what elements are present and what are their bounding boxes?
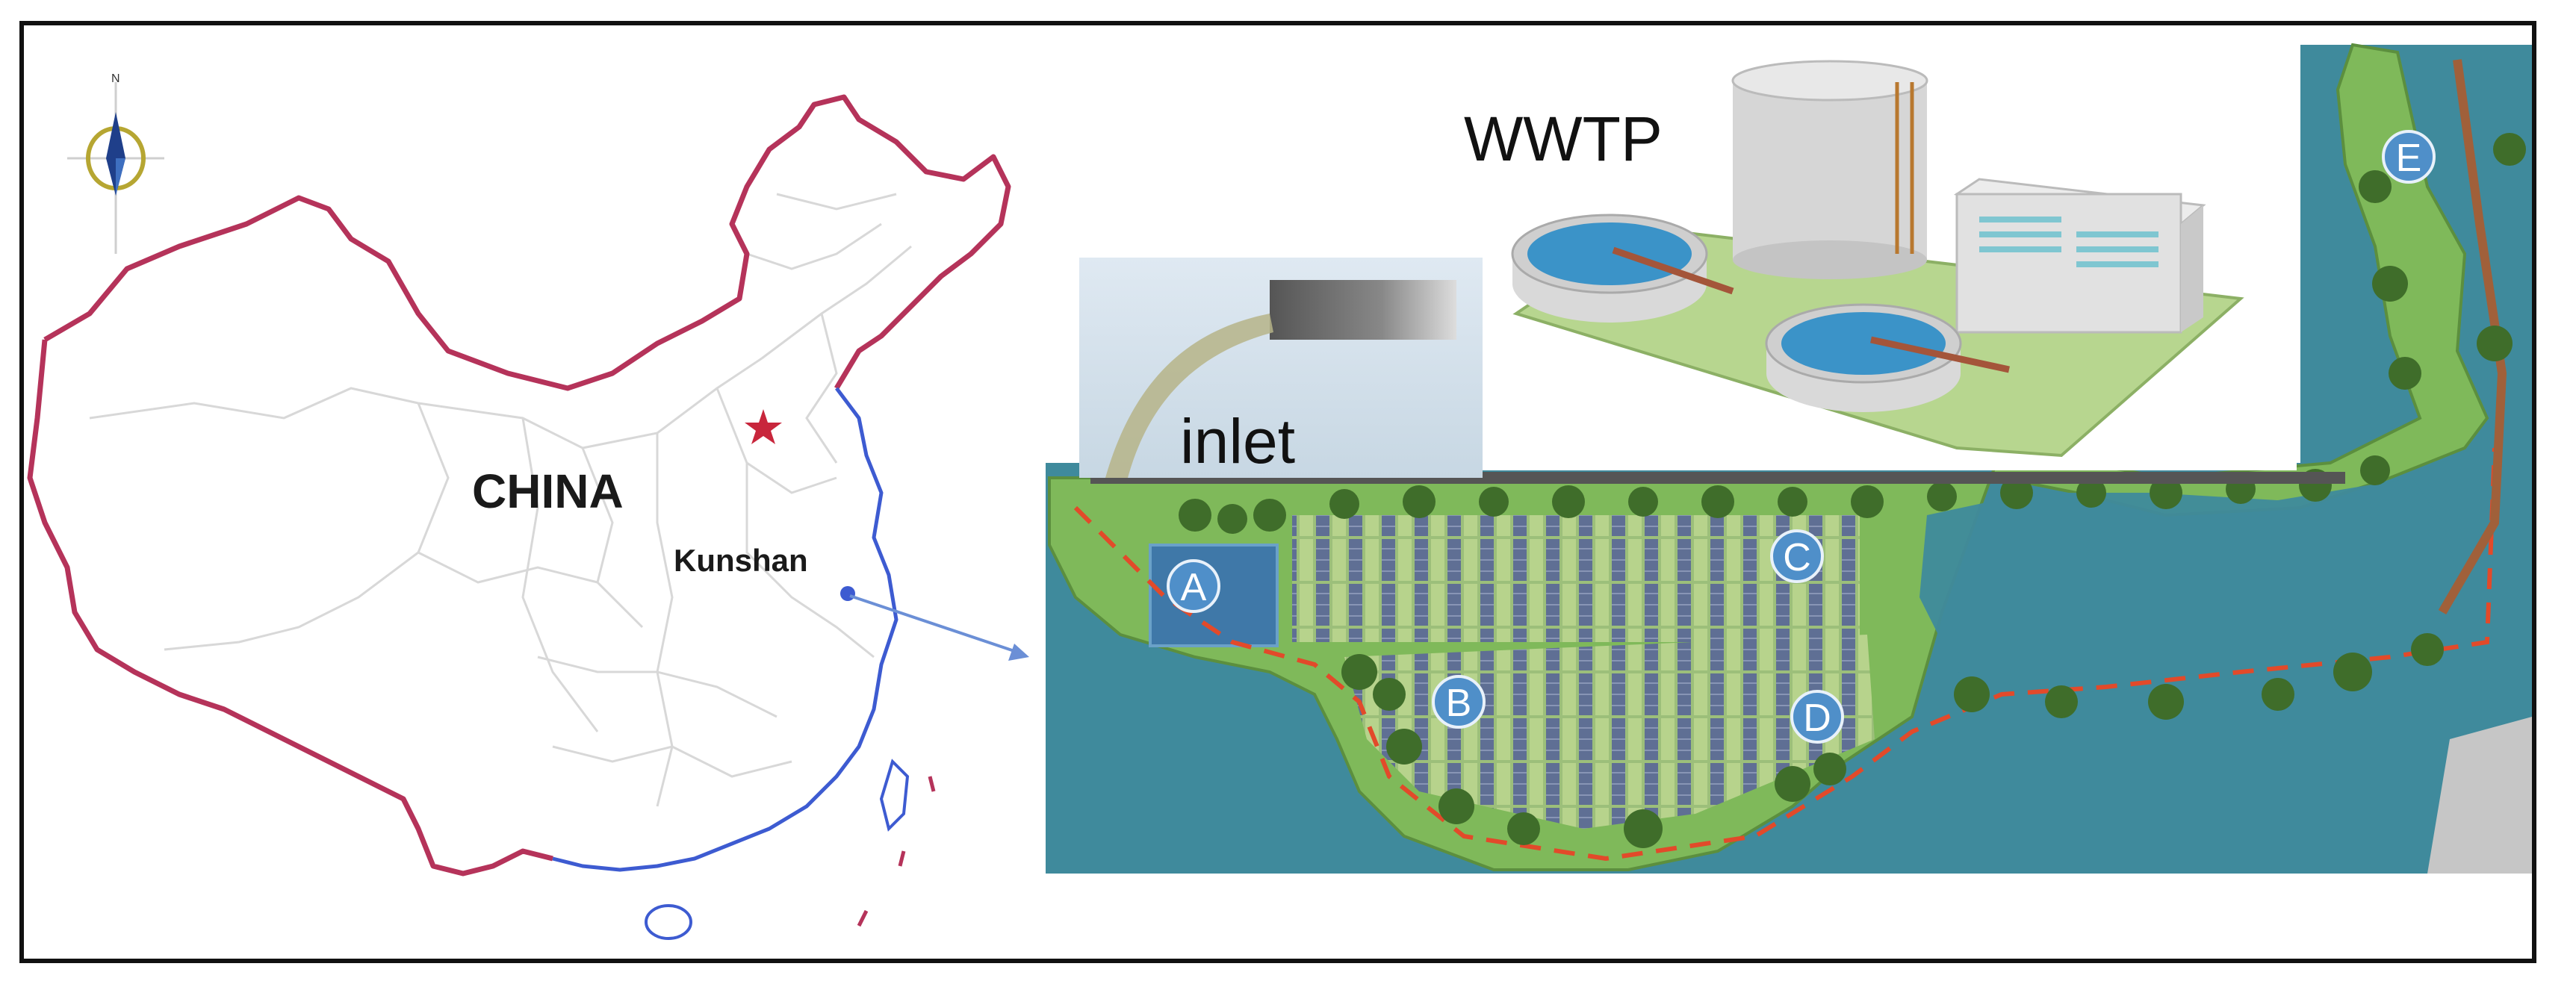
zone-e-label: E <box>2396 137 2422 180</box>
zone-c-badge <box>1770 529 1824 583</box>
zone-b-badge <box>1432 675 1486 729</box>
outlet-pipe-icon <box>1270 280 1456 340</box>
zone-e-badge <box>2382 130 2436 184</box>
zone-b-label: B <box>1446 682 1472 725</box>
inlet-inset: inlet <box>1079 258 1483 478</box>
china-land <box>30 97 1008 874</box>
zone-a-label: A <box>1181 566 1207 609</box>
locator-arrow <box>849 594 1015 653</box>
zone-c-label: C <box>1783 536 1811 579</box>
country-label: CHINA <box>472 464 624 518</box>
locator-arrowhead-icon <box>1008 644 1029 661</box>
wetland-lake <box>1919 478 2465 694</box>
urban-area <box>2427 717 2532 874</box>
north-arrow-icon: N <box>67 72 164 254</box>
province-lines <box>89 193 912 807</box>
boardwalk <box>2438 59 2507 615</box>
zone-d-label: D <box>1803 697 1831 740</box>
taiwan-island <box>879 759 910 832</box>
storage-tank-icon <box>1731 60 1928 279</box>
city-label: Kunshan <box>674 543 808 578</box>
zone-a-badge <box>1167 559 1220 613</box>
inlet-label: inlet <box>1180 406 1295 476</box>
zone-d-badge <box>1790 690 1844 744</box>
wwtp-label: WWTP <box>1464 104 1663 174</box>
coastline <box>552 387 899 872</box>
land-border <box>27 94 1011 877</box>
effluent-stream <box>1105 314 1273 478</box>
north-label: N <box>111 72 120 85</box>
capital-star-icon <box>745 409 782 444</box>
south-sea-dashes <box>857 776 936 927</box>
control-building-icon <box>1953 178 2206 334</box>
trees <box>1179 133 2526 848</box>
wetland-beds-top <box>1292 515 1860 642</box>
clarifier-tank-2-icon <box>1765 303 2010 412</box>
hainan-island <box>645 904 692 940</box>
clarifier-tank-icon <box>1511 214 1734 323</box>
site-plan: A B C D E <box>1046 43 2532 874</box>
zone-badges: A B C D E <box>1167 130 2436 744</box>
kunshan-dot <box>840 586 855 601</box>
wwtp-inset: WWTP <box>1397 45 2297 470</box>
china-map: CHINA Kunshan N <box>27 72 1029 940</box>
